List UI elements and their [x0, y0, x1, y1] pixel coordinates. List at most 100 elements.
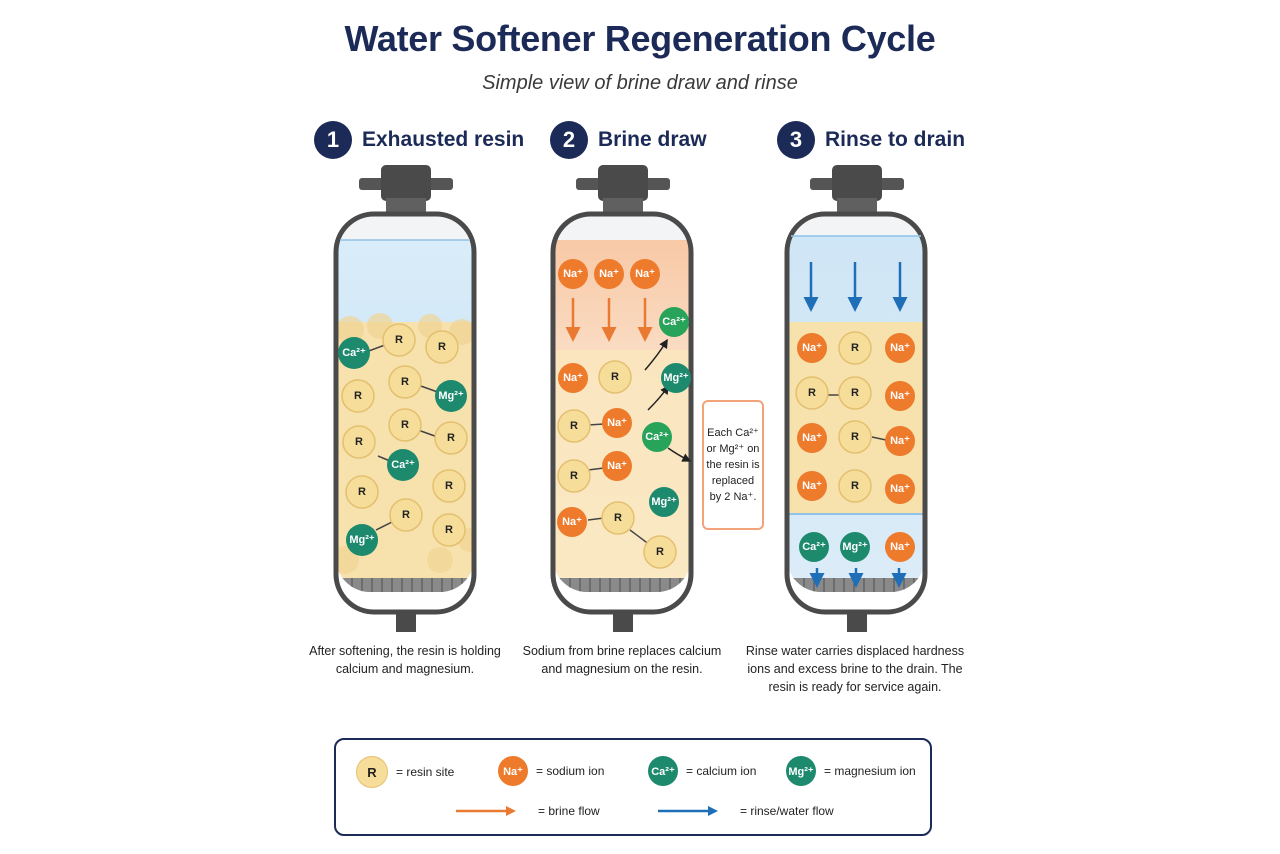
svg-text:R: R	[445, 524, 453, 536]
calcium-ion: Ca²⁺	[387, 449, 419, 481]
legend-calcium-ion: Ca²⁺ = calcium ion	[648, 756, 756, 786]
page-title: Water Softener Regeneration Cycle	[344, 18, 936, 59]
step-3-label: Rinse to drain	[825, 128, 966, 151]
tank-2-outlet	[613, 610, 633, 632]
sodium-ion: Na⁺	[885, 532, 915, 562]
resin-site: R	[389, 498, 423, 532]
svg-text:R: R	[851, 342, 859, 354]
resin-site: R	[838, 331, 872, 365]
tank-3-rinse-arrows	[803, 262, 908, 588]
legend-sodium-ion-label: = sodium ion	[536, 764, 605, 778]
resin-site: R	[425, 330, 459, 364]
resin-site: R	[838, 420, 872, 454]
step-2-label: Brine draw	[598, 128, 707, 151]
resin-site: R	[838, 376, 872, 410]
resin-site: R	[598, 360, 632, 394]
step-2-header: 2 Brine draw	[550, 120, 707, 160]
svg-text:Na⁺: Na⁺	[890, 541, 910, 553]
exchange-note: Each Ca²⁺ or Mg²⁺ on the resin is replac…	[702, 400, 764, 530]
svg-text:Na⁺: Na⁺	[890, 483, 910, 495]
svg-text:R: R	[402, 509, 410, 521]
svg-text:Na⁺: Na⁺	[607, 417, 627, 429]
resin-site: R	[434, 421, 468, 455]
magnesium-ion-symbol: Mg²⁺	[786, 756, 816, 786]
svg-text:Na⁺: Na⁺	[599, 268, 619, 280]
resin-site: R	[557, 459, 591, 493]
tank-2-brine-arrows	[565, 298, 653, 342]
svg-text:Ca²⁺: Ca²⁺	[662, 316, 686, 328]
sodium-ion: Na⁺	[558, 363, 588, 393]
legend-resin-site: R = resin site	[356, 756, 454, 788]
svg-text:R: R	[395, 334, 403, 346]
svg-text:R: R	[401, 376, 409, 388]
sodium-ion: Na⁺	[558, 259, 588, 289]
svg-text:Na⁺: Na⁺	[890, 342, 910, 354]
svg-text:R: R	[358, 486, 366, 498]
tank-1-valve-head	[359, 165, 453, 212]
tank-3-valve-head	[810, 165, 904, 212]
svg-text:R: R	[851, 431, 859, 443]
legend-rinse-flow-label: = rinse/water flow	[740, 804, 834, 818]
svg-text:R: R	[438, 341, 446, 353]
svg-text:R: R	[656, 546, 664, 558]
calcium-ion: Ca²⁺	[338, 337, 370, 369]
sodium-ion-symbol: Na⁺	[498, 756, 528, 786]
svg-text:R: R	[611, 371, 619, 383]
svg-text:Na⁺: Na⁺	[563, 268, 583, 280]
resin-site: R	[432, 513, 466, 547]
step-3-number: 3	[777, 121, 815, 159]
svg-text:Na⁺: Na⁺	[562, 516, 582, 528]
sodium-ion: Na⁺	[885, 381, 915, 411]
resin-site: R	[432, 469, 466, 503]
step-2-caption: Sodium from brine replaces calcium and m…	[522, 644, 722, 676]
step-1-caption: After softening, the resin is holding ca…	[309, 644, 501, 676]
resin-site: R	[557, 409, 591, 443]
svg-text:R: R	[447, 432, 455, 444]
sodium-ion: Na⁺	[885, 474, 915, 504]
svg-text:Mg²⁺: Mg²⁺	[663, 372, 689, 384]
svg-text:R: R	[354, 390, 362, 402]
svg-text:Ca²⁺: Ca²⁺	[645, 431, 669, 443]
svg-text:R: R	[445, 480, 453, 492]
tank-3-outlet	[847, 610, 867, 632]
svg-text:R: R	[570, 420, 578, 432]
svg-text:Na⁺: Na⁺	[563, 372, 583, 384]
sodium-ion: Na⁺	[557, 507, 587, 537]
rinse-flow-arrow-icon	[658, 806, 718, 816]
legend: R = resin site Na⁺ = sodium ion Ca²⁺ = c…	[334, 738, 932, 836]
resin-site: R	[795, 376, 829, 410]
step-1-number: 1	[314, 121, 352, 159]
svg-text:Ca²⁺: Ca²⁺	[391, 459, 415, 471]
svg-text:R: R	[570, 470, 578, 482]
tank-1-ions: R R Ca²⁺ R R Mg²⁺ R R R Ca²⁺ R R R R Mg²…	[338, 323, 468, 556]
sodium-ion: Na⁺	[797, 333, 827, 363]
tank-2-release-arrows	[644, 338, 692, 462]
tank-3-ions: Na⁺ R Na⁺ R R Na⁺ Na⁺ R Na⁺ Na⁺ R Na⁺ Ca…	[795, 331, 915, 562]
magnesium-ion: Mg²⁺	[435, 380, 467, 412]
svg-text:R: R	[401, 419, 409, 431]
sodium-ion: Na⁺	[602, 451, 632, 481]
step-1-label: Exhausted resin	[362, 128, 525, 151]
tank-1-outlet	[396, 610, 416, 632]
legend-sodium-ion: Na⁺ = sodium ion	[498, 756, 604, 786]
calcium-ion: Ca²⁺	[642, 422, 672, 452]
svg-text:R: R	[614, 512, 622, 524]
magnesium-ion: Mg²⁺	[346, 524, 378, 556]
regeneration-diagram: R R Ca²⁺ R R Mg²⁺ R R R Ca²⁺ R R R R Mg²…	[333, 165, 928, 632]
resin-site: R	[838, 469, 872, 503]
tank-2-ions: Na⁺ Na⁺ Na⁺ Ca²⁺ Mg²⁺ Ca²⁺ Mg²⁺ Na⁺ R R …	[557, 259, 691, 569]
resin-site: R	[388, 365, 422, 399]
step-2-number: 2	[550, 121, 588, 159]
svg-text:Na⁺: Na⁺	[607, 460, 627, 472]
calcium-ion-symbol: Ca²⁺	[648, 756, 678, 786]
legend-calcium-ion-label: = calcium ion	[686, 764, 757, 778]
svg-text:Na⁺: Na⁺	[890, 435, 910, 447]
svg-text:Na⁺: Na⁺	[635, 268, 655, 280]
tank-2-valve-head	[576, 165, 670, 212]
sodium-ion: Na⁺	[885, 426, 915, 456]
svg-text:Na⁺: Na⁺	[890, 390, 910, 402]
svg-text:Na⁺: Na⁺	[802, 432, 822, 444]
legend-magnesium-ion-label: = magnesium ion	[824, 764, 916, 778]
step-3-caption: Rinse water carries displaced hardness i…	[745, 644, 965, 694]
svg-text:Mg²⁺: Mg²⁺	[438, 390, 464, 402]
